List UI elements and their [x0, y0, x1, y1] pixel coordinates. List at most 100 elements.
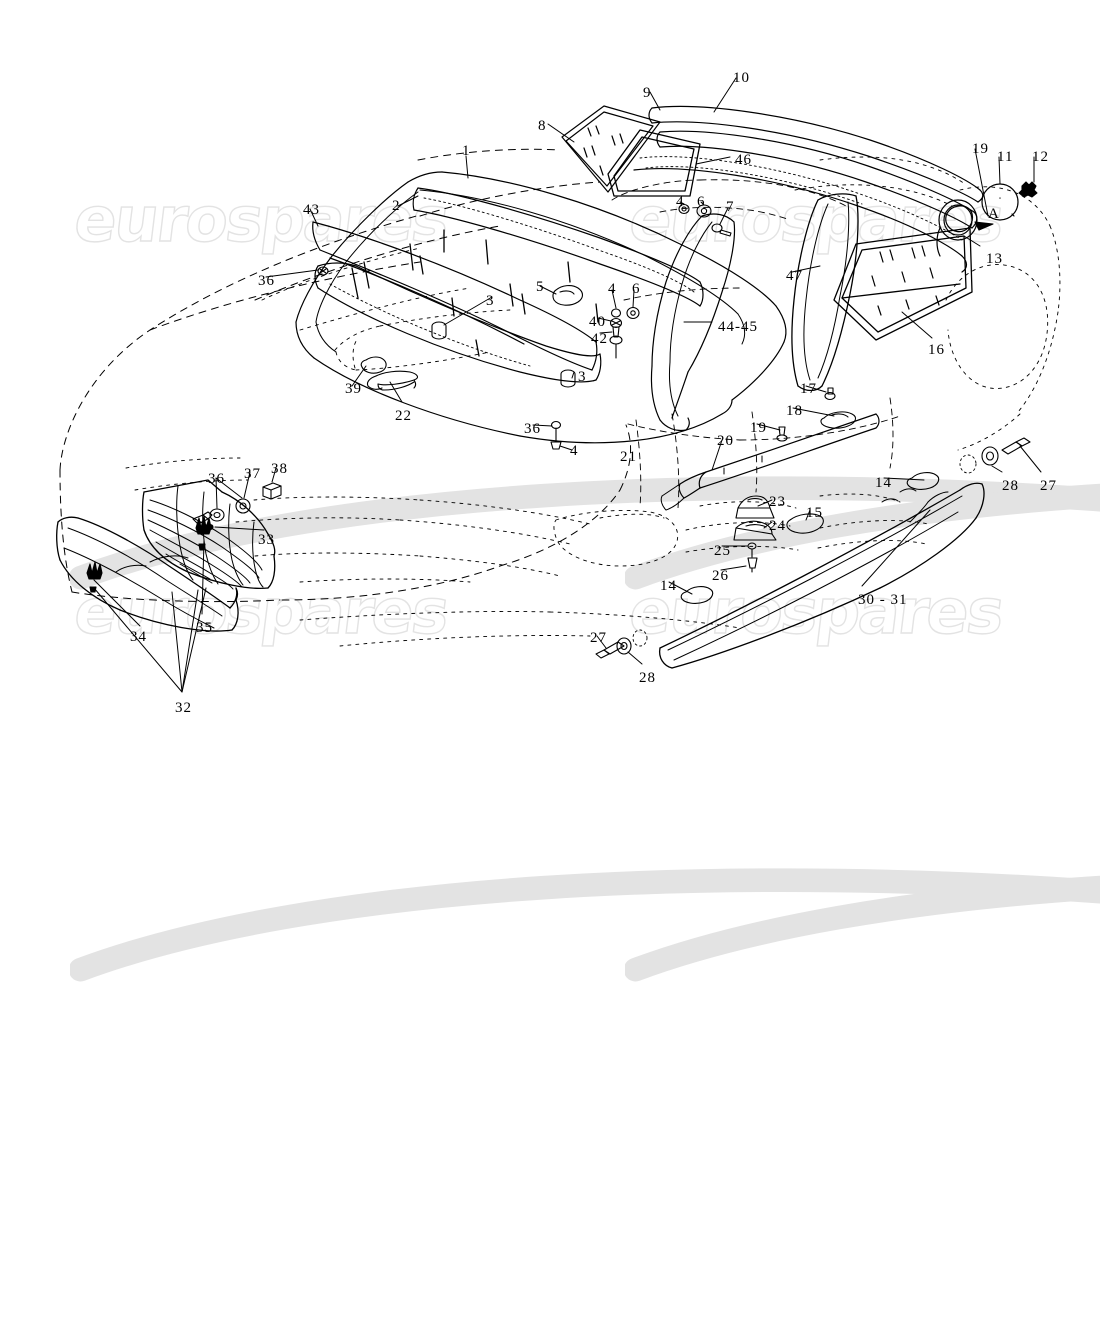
part-27-bolt-bottom	[595, 641, 625, 659]
callout-42: 42	[591, 331, 608, 347]
watermark-swoosh	[70, 476, 1100, 590]
leader-lines	[93, 77, 1042, 693]
part-8-quarter-glass	[561, 105, 661, 193]
part-16-glass-highlights	[871, 245, 940, 316]
callout-20: 20	[717, 433, 734, 449]
callout-14: 14	[875, 475, 892, 491]
windscreen-glass-highlights	[351, 229, 599, 357]
callout-8: 8	[538, 118, 547, 134]
callout-22: 22	[395, 408, 412, 424]
part-28-washer-right	[981, 446, 999, 466]
callout-6: 6	[697, 194, 706, 210]
callout-46: 46	[735, 152, 752, 168]
ghost-rear-body	[794, 156, 1021, 451]
part-19-arrow-top	[974, 221, 994, 231]
clip-3-left	[431, 321, 447, 340]
callout-19: 19	[972, 141, 989, 157]
grille-stud	[192, 511, 213, 525]
part-28-washer-bottom	[616, 637, 632, 655]
callout-40: 40	[589, 314, 606, 330]
part-10-roof-moulding-2	[656, 130, 978, 229]
callout-38: 38	[271, 461, 288, 477]
ghost-rear-wheel-arch	[945, 186, 1061, 413]
callout-37: 37	[244, 466, 261, 482]
part-37-washer-grille	[235, 498, 251, 514]
part-7-stud-upper	[711, 223, 732, 237]
part-18-clip	[820, 411, 857, 429]
line-art-layer	[56, 77, 1061, 693]
callout-47: 47	[786, 268, 803, 284]
part-44-45-door-frame	[650, 213, 736, 432]
part-47-inner	[803, 201, 850, 381]
callout-16: 16	[928, 342, 945, 358]
part-4-nut-lower	[610, 308, 622, 318]
part-36-screw-cowl	[317, 266, 329, 276]
callout-36: 36	[258, 273, 275, 289]
part-26-screw	[747, 557, 758, 573]
part-3-lower-garnish	[314, 262, 602, 383]
callout-2: 2	[392, 198, 401, 214]
callout-1: 1	[462, 143, 471, 159]
callout-23: 23	[769, 494, 786, 510]
part-27-bolt-right	[1001, 437, 1031, 455]
callout-4: 4	[676, 194, 685, 210]
part-44-45-inner	[669, 221, 713, 417]
part-20-sill-end	[660, 483, 685, 511]
part-12-clip	[1018, 181, 1038, 198]
ghost-bumper-lower	[299, 611, 741, 647]
part-2-stitching	[423, 197, 695, 293]
callout-3: 3	[578, 369, 587, 385]
part-43-cowl-trim	[312, 221, 598, 371]
callout-26: 26	[712, 568, 729, 584]
part-15-pad	[786, 513, 824, 534]
part-39-clip	[360, 356, 387, 374]
part-21-ghost-rocker	[635, 397, 894, 509]
callout-19: 19	[750, 420, 767, 436]
ghost-cabin	[611, 179, 901, 441]
callout-36: 36	[208, 471, 225, 487]
part-14-clip-left	[680, 586, 714, 604]
callout-32: 32	[175, 700, 192, 716]
part-35-clip	[86, 561, 103, 593]
callout-30-31: 30 - 31	[858, 592, 908, 608]
part-36-grommet-grille	[209, 508, 225, 522]
part-8-glass-highlights	[583, 125, 624, 176]
callout-9: 9	[643, 85, 652, 101]
callout-18: 18	[786, 403, 803, 419]
callout-4: 4	[608, 281, 617, 297]
callout-24: 24	[769, 518, 786, 534]
callout-25: 25	[714, 543, 731, 559]
ghost-front-fender	[125, 457, 591, 583]
part-38-nut-grille	[262, 482, 282, 500]
part-36-4-fastener-mid	[550, 420, 562, 450]
part-13-filler-surround	[936, 199, 978, 257]
callout-15: 15	[806, 505, 823, 521]
part-1-windscreen-inner	[315, 189, 746, 353]
part-24-bracket-lower	[733, 520, 777, 541]
skirt-clip-sockets	[881, 488, 917, 503]
callout-6: 6	[632, 281, 641, 297]
callout-11: 11	[997, 149, 1014, 165]
part-34-inner	[63, 527, 223, 629]
part-25-nut	[747, 542, 757, 558]
part-30-31-side-skirt	[658, 482, 985, 669]
callout-4: 4	[570, 443, 579, 459]
part-9-roof-moulding	[648, 105, 984, 203]
callout-33: 33	[258, 532, 275, 548]
callout-34: 34	[130, 629, 147, 645]
callout-13: 13	[986, 251, 1003, 267]
callout-36: 36	[524, 421, 541, 437]
callout-7: 7	[726, 199, 735, 215]
part-1-windscreen	[295, 171, 787, 444]
part-42-bolt	[609, 326, 623, 359]
callout-35: 35	[196, 620, 213, 636]
callout-27: 27	[1040, 478, 1057, 494]
callout-28: 28	[639, 670, 656, 686]
part-16-rear-door-glass	[833, 227, 973, 341]
callout-17: 17	[800, 381, 817, 397]
callout-5: 5	[536, 279, 545, 295]
clip-3-right	[560, 369, 576, 388]
part-33-screw	[206, 523, 214, 531]
callout-21: 21	[620, 449, 637, 465]
